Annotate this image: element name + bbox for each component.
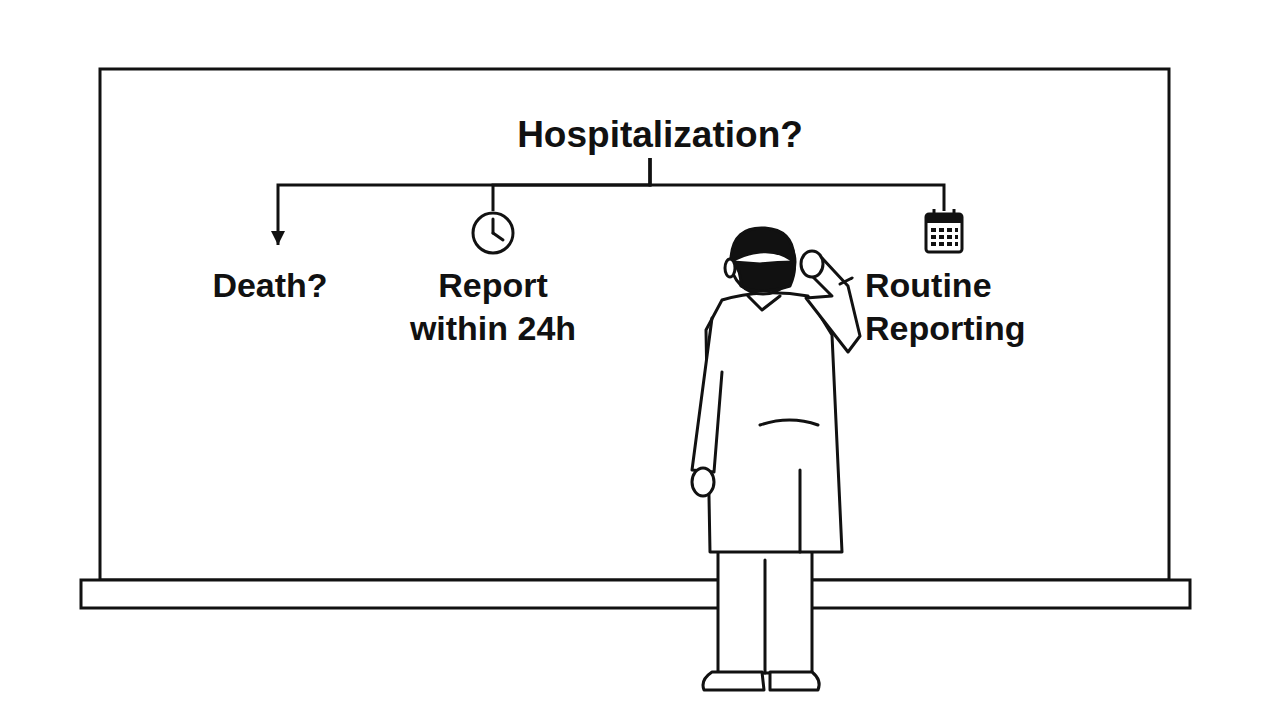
calendar-grid [931, 228, 958, 246]
calendar-header [926, 214, 962, 223]
sleeve-cuff [840, 278, 852, 284]
trouser-split [764, 560, 767, 673]
hand [801, 251, 823, 277]
whiteboard-tray [81, 580, 1190, 608]
node-text: Routine Reporting [865, 264, 1082, 350]
outcome-node: Report within 24h [393, 211, 593, 350]
outcome-node: Death? [200, 245, 340, 307]
clock-icon [473, 213, 513, 253]
coat-belt [760, 420, 818, 425]
branch-connector [650, 158, 944, 211]
ear [725, 259, 735, 277]
clock-face [473, 213, 513, 253]
calendar-body [926, 214, 962, 252]
clock-hand [492, 219, 495, 233]
hair [731, 228, 794, 262]
lab-coat [706, 293, 842, 552]
node-text: Report within 24h [393, 264, 593, 350]
node-text: Death? [200, 264, 340, 307]
branch-connector [278, 158, 650, 245]
decision-question: Hospitalization? [460, 112, 860, 158]
hand [692, 468, 714, 496]
outcome-node: Routine Reporting [862, 211, 1082, 350]
branch-connector [493, 158, 650, 211]
collar [748, 296, 780, 310]
shoe [770, 672, 819, 690]
doctor-figure [692, 228, 860, 690]
hair [733, 262, 795, 291]
calendar-icon [926, 209, 962, 252]
calendar-ring [933, 209, 936, 218]
coat-vent [799, 470, 802, 552]
whiteboard [100, 69, 1169, 580]
shoe [703, 672, 764, 690]
clock-hand [493, 233, 503, 240]
hanging-arm [692, 318, 722, 472]
trousers [718, 545, 812, 673]
calendar-ring [953, 209, 956, 218]
node-text: Hospitalization? [460, 112, 860, 158]
